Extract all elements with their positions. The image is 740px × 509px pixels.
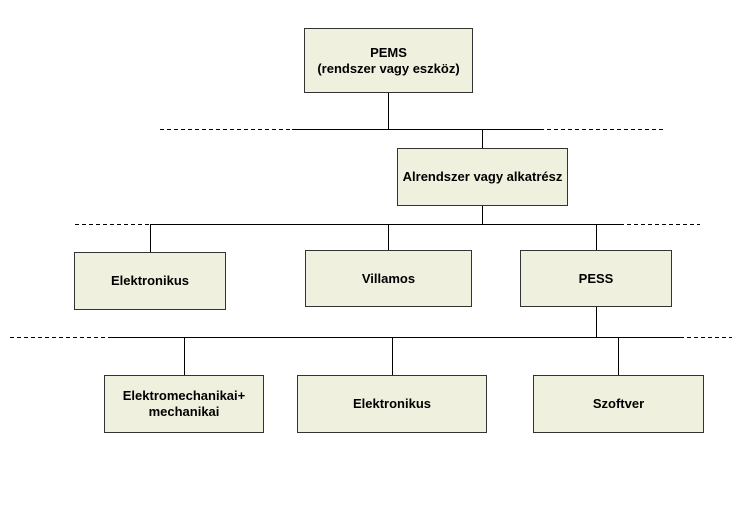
node-pems: PEMS (rendszer vagy eszköz) (304, 28, 473, 93)
node-villamos-label: Villamos (361, 270, 416, 286)
node-villamos: Villamos (305, 250, 472, 307)
node-alrendszer-label: Alrendszer vagy alkatrész (402, 169, 563, 184)
node-elektronikus-level3-label: Elektronikus (352, 396, 432, 411)
node-elektromechanikai: Elektromechanikai+ mechanikai (104, 375, 264, 433)
node-pems-title: PEMS (370, 44, 407, 60)
node-szoftver: Szoftver (533, 375, 704, 433)
node-pess-label: PESS (578, 270, 614, 286)
node-elektronikus-level2: Elektronikus (74, 252, 226, 310)
node-alrendszer: Alrendszer vagy alkatrész (397, 148, 568, 206)
node-elektronikus-level2-label: Elektronikus (110, 273, 190, 288)
node-elektromechanikai-line1: Elektromechanikai+ (122, 388, 246, 403)
node-pems-subtitle: (rendszer vagy eszköz) (317, 60, 460, 76)
node-elektronikus-level3: Elektronikus (297, 375, 487, 433)
node-pess: PESS (520, 250, 672, 307)
node-elektromechanikai-line2: mechanikai (148, 404, 220, 419)
node-szoftver-label: Szoftver (592, 396, 645, 411)
